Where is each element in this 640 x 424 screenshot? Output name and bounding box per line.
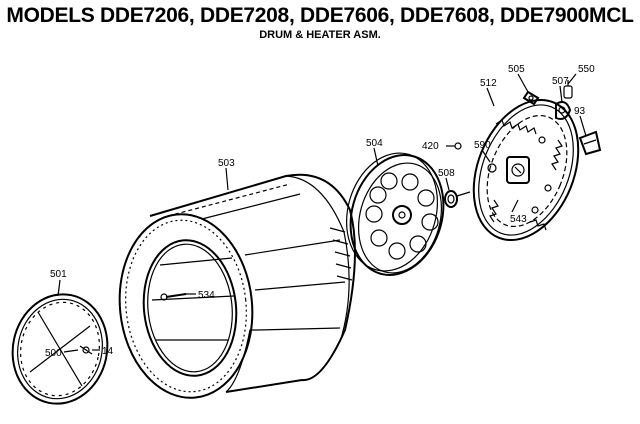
- callout-505: 505: [508, 64, 525, 75]
- callout-590: 590: [474, 140, 491, 151]
- part-508-bearing: [444, 190, 471, 208]
- part-505-terminal: [522, 90, 540, 106]
- part-420-screw: [446, 142, 462, 150]
- part-504-rear-plate: [345, 152, 445, 276]
- callout-508: 508: [438, 168, 455, 179]
- callout-512: 512: [480, 78, 497, 89]
- part-501-front-seal-ring: [11, 293, 109, 405]
- part-550-fuse: [563, 80, 573, 99]
- part-507-thermostat: [555, 101, 572, 120]
- part-14-clip: [79, 345, 93, 355]
- part-534-screw: [160, 293, 187, 301]
- callout-507: 507: [552, 76, 569, 87]
- diagram-subtitle: DRUM & HEATER ASM.: [259, 29, 381, 41]
- part-93-bracket: [578, 130, 602, 156]
- callout-500: 500: [45, 348, 62, 359]
- callout-550: 550: [578, 64, 595, 75]
- callout-420: 420: [422, 141, 439, 152]
- callout-503: 503: [218, 158, 235, 169]
- part-503-drum: [118, 173, 356, 399]
- callout-501: 501: [50, 269, 67, 280]
- callout-543: 543: [510, 214, 527, 225]
- callout-14: 14: [102, 346, 114, 357]
- part-512-heater-housing: [472, 98, 580, 242]
- callout-534: 534: [198, 290, 215, 301]
- callout-504: 504: [366, 138, 383, 149]
- callout-93: 93: [574, 106, 586, 117]
- diagram-title: MODELS DDE7206, DDE7208, DDE7606, DDE760…: [6, 4, 634, 27]
- leader-lines: [57, 73, 587, 353]
